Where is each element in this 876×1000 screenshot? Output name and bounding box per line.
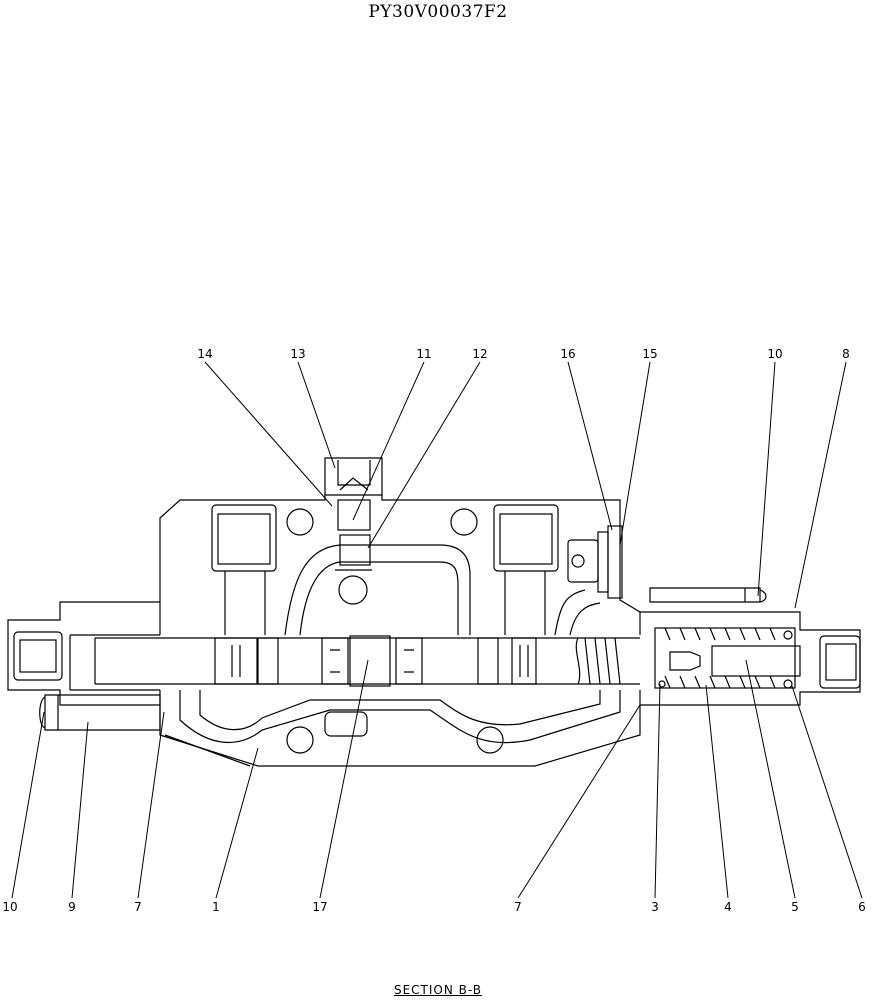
callout-6: 6	[858, 900, 866, 914]
callout-4: 4	[724, 900, 732, 914]
spool	[94, 635, 640, 687]
left-end-cap	[7, 601, 161, 731]
top-plug	[324, 457, 383, 571]
callout-8: 8	[842, 347, 850, 361]
side-plug	[567, 525, 623, 599]
callouts-bottom: 10 9 7 1 17 7 3 4 5 6	[2, 900, 865, 914]
callout-16: 16	[560, 347, 575, 361]
right-spring-cap	[640, 587, 861, 706]
callout-10-bottom: 10	[2, 900, 17, 914]
callout-14: 14	[197, 347, 212, 361]
drawing-code: PY30V00037F2	[368, 2, 508, 22]
callout-15: 15	[642, 347, 657, 361]
callout-12: 12	[472, 347, 487, 361]
callout-11: 11	[416, 347, 431, 361]
callout-3: 3	[651, 900, 659, 914]
callout-7-left: 7	[134, 900, 142, 914]
callout-9: 9	[68, 900, 76, 914]
callouts-top: 14 13 11 12 16 15 10 8	[197, 347, 849, 361]
callout-10-top: 10	[767, 347, 782, 361]
callout-7-right: 7	[514, 900, 522, 914]
leader-lines	[11, 361, 863, 899]
callout-17: 17	[312, 900, 327, 914]
section-title: SECTION B-B	[393, 983, 483, 997]
valve-body	[159, 494, 641, 767]
callout-5: 5	[791, 900, 799, 914]
callout-1: 1	[212, 900, 220, 914]
callout-13: 13	[290, 347, 305, 361]
